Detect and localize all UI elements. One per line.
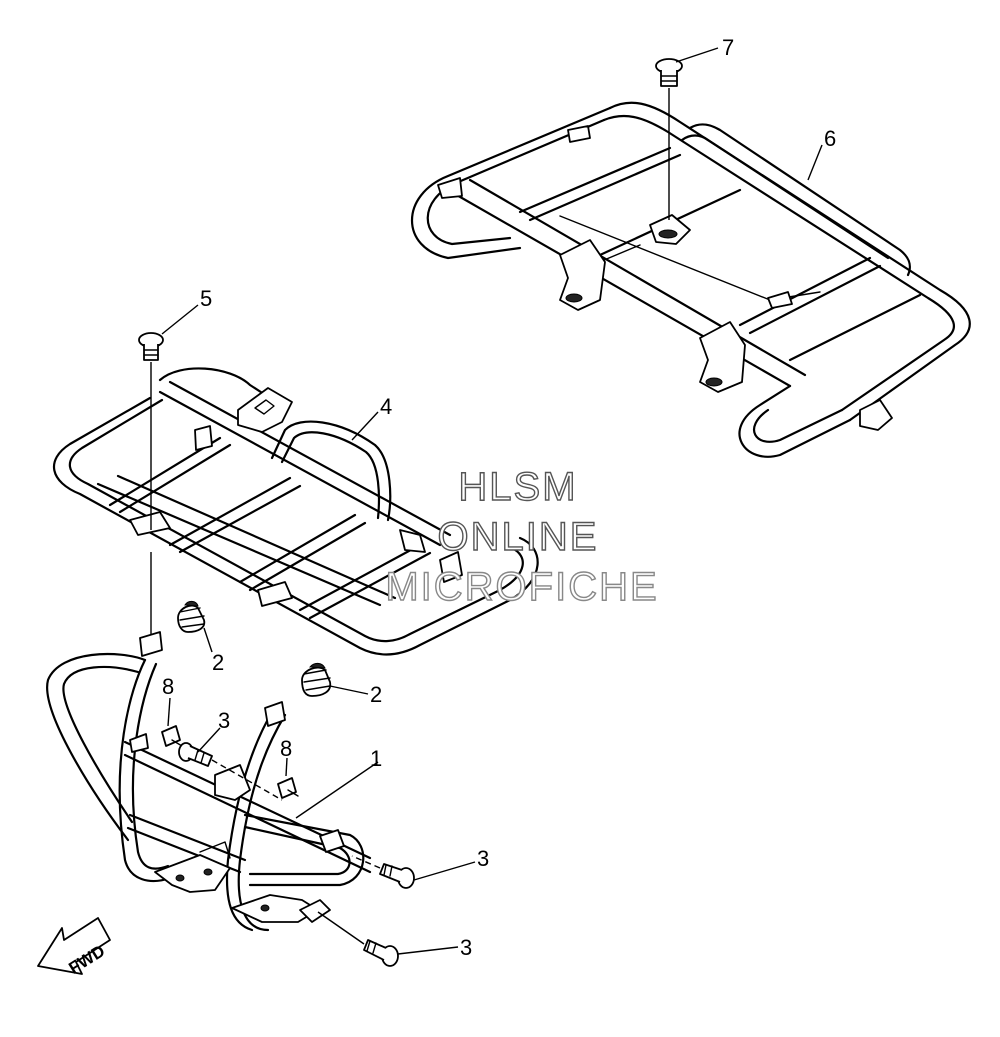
flange-bolt-icon: [351, 855, 415, 889]
rear-carrier-rack: [411, 101, 971, 458]
callout-3: 3: [477, 846, 489, 871]
callouts: 1 2 2 3 3 3 4 5 6 7 8 8: [162, 35, 836, 960]
watermark-line-2: ONLINE: [438, 515, 599, 559]
callout-1: 1: [370, 746, 382, 771]
callout-3: 3: [460, 935, 472, 960]
front-guard-bracket: [46, 631, 372, 932]
flange-bolt-icon: [317, 911, 399, 967]
callout-7: 7: [722, 35, 734, 60]
callout-3: 3: [218, 708, 230, 733]
small-bolt-icon: [277, 777, 299, 799]
callout-2: 2: [212, 650, 224, 675]
callout-8: 8: [280, 736, 292, 761]
watermark-line-3: MICROFICHE: [385, 565, 658, 609]
leader-lines: [161, 47, 823, 955]
callout-8: 8: [162, 674, 174, 699]
flange-bolt-icon: [138, 332, 164, 640]
small-bolt-icon: [161, 725, 183, 747]
rubber-damper-icon: [301, 662, 332, 697]
callout-6: 6: [824, 126, 836, 151]
front-carrier-rack: [52, 367, 539, 656]
flange-bolt-icon: [655, 58, 683, 220]
fwd-arrow-icon: FWD: [37, 917, 111, 978]
watermark-line-1: HLSM: [458, 465, 577, 509]
rubber-damper-icon: [177, 600, 206, 633]
callout-2: 2: [370, 682, 382, 707]
watermark: HLSM ONLINE MICROFICHE: [385, 464, 658, 609]
flange-bolt-icon: [178, 742, 283, 801]
callout-4: 4: [380, 394, 392, 419]
callout-5: 5: [200, 286, 212, 311]
